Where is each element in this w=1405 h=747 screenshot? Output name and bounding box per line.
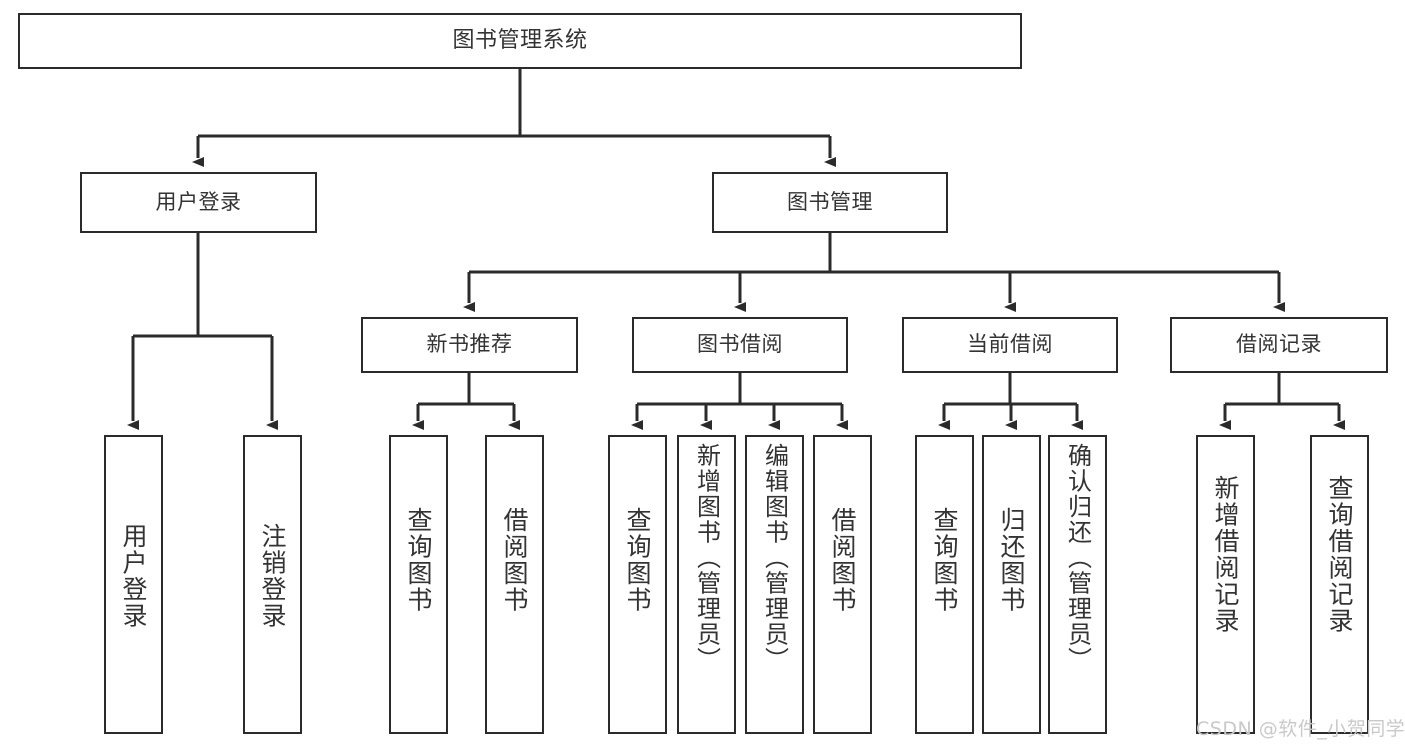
- node-leaf-borrow-book-1[interactable]: 借阅图书: [485, 435, 544, 734]
- node-leaf-add-record[interactable]: 新增借阅记录: [1196, 435, 1255, 734]
- node-leaf-confirm-return[interactable]: 确认归还（管理员）: [1048, 435, 1107, 734]
- node-leaf-add-book[interactable]: 新增图书（管理员）: [677, 435, 736, 734]
- node-leaf-add-record-label: 新增借阅记录: [1211, 475, 1240, 634]
- node-leaf-confirm-return-label: 确认归还（管理员）: [1063, 443, 1092, 673]
- node-leaf-return-book-label: 归还图书: [997, 507, 1026, 613]
- node-leaf-query-book-3-label: 查询图书: [930, 507, 959, 613]
- node-borrow-record-label: 借阅记录: [1236, 332, 1322, 357]
- node-leaf-edit-book-label: 编辑图书（管理员）: [760, 443, 789, 673]
- node-current-borrow[interactable]: 当前借阅: [902, 317, 1118, 373]
- node-leaf-query-record[interactable]: 查询借阅记录: [1310, 435, 1369, 734]
- node-book-manage-label: 图书管理: [787, 189, 873, 214]
- node-current-borrow-label: 当前借阅: [967, 332, 1053, 357]
- node-leaf-add-book-label: 新增图书（管理员）: [692, 443, 721, 673]
- node-leaf-query-book-2-label: 查询图书: [623, 507, 652, 613]
- node-borrow-record[interactable]: 借阅记录: [1170, 317, 1388, 373]
- node-leaf-return-book[interactable]: 归还图书: [982, 435, 1041, 734]
- node-user-login-label: 用户登录: [155, 189, 242, 214]
- node-book-manage[interactable]: 图书管理: [712, 172, 948, 233]
- csdn-watermark: CSDN @软件_小贺同学: [1196, 718, 1405, 740]
- node-root-label: 图书管理系统: [452, 27, 588, 53]
- node-leaf-borrow-book-2-label: 借阅图书: [828, 507, 857, 613]
- node-leaf-user-login[interactable]: 用户登录: [104, 435, 163, 734]
- node-new-book-rec[interactable]: 新书推荐: [361, 317, 578, 373]
- node-leaf-user-login-label: 用户登录: [119, 523, 148, 629]
- node-leaf-logout-label: 注销登录: [258, 523, 287, 629]
- node-leaf-logout[interactable]: 注销登录: [243, 435, 302, 734]
- node-leaf-edit-book[interactable]: 编辑图书（管理员）: [745, 435, 804, 734]
- node-leaf-query-book-1[interactable]: 查询图书: [389, 435, 448, 734]
- node-book-borrow[interactable]: 图书借阅: [632, 317, 848, 373]
- node-leaf-query-book-2[interactable]: 查询图书: [608, 435, 667, 734]
- node-leaf-query-book-1-label: 查询图书: [404, 507, 433, 613]
- node-leaf-query-record-label: 查询借阅记录: [1325, 475, 1354, 634]
- node-root[interactable]: 图书管理系统: [18, 13, 1022, 69]
- node-leaf-query-book-3[interactable]: 查询图书: [915, 435, 974, 734]
- node-user-login[interactable]: 用户登录: [80, 172, 317, 233]
- node-new-book-rec-label: 新书推荐: [426, 332, 513, 357]
- node-leaf-borrow-book-2[interactable]: 借阅图书: [813, 435, 872, 734]
- node-leaf-borrow-book-1-label: 借阅图书: [500, 507, 529, 613]
- node-book-borrow-label: 图书借阅: [697, 332, 783, 357]
